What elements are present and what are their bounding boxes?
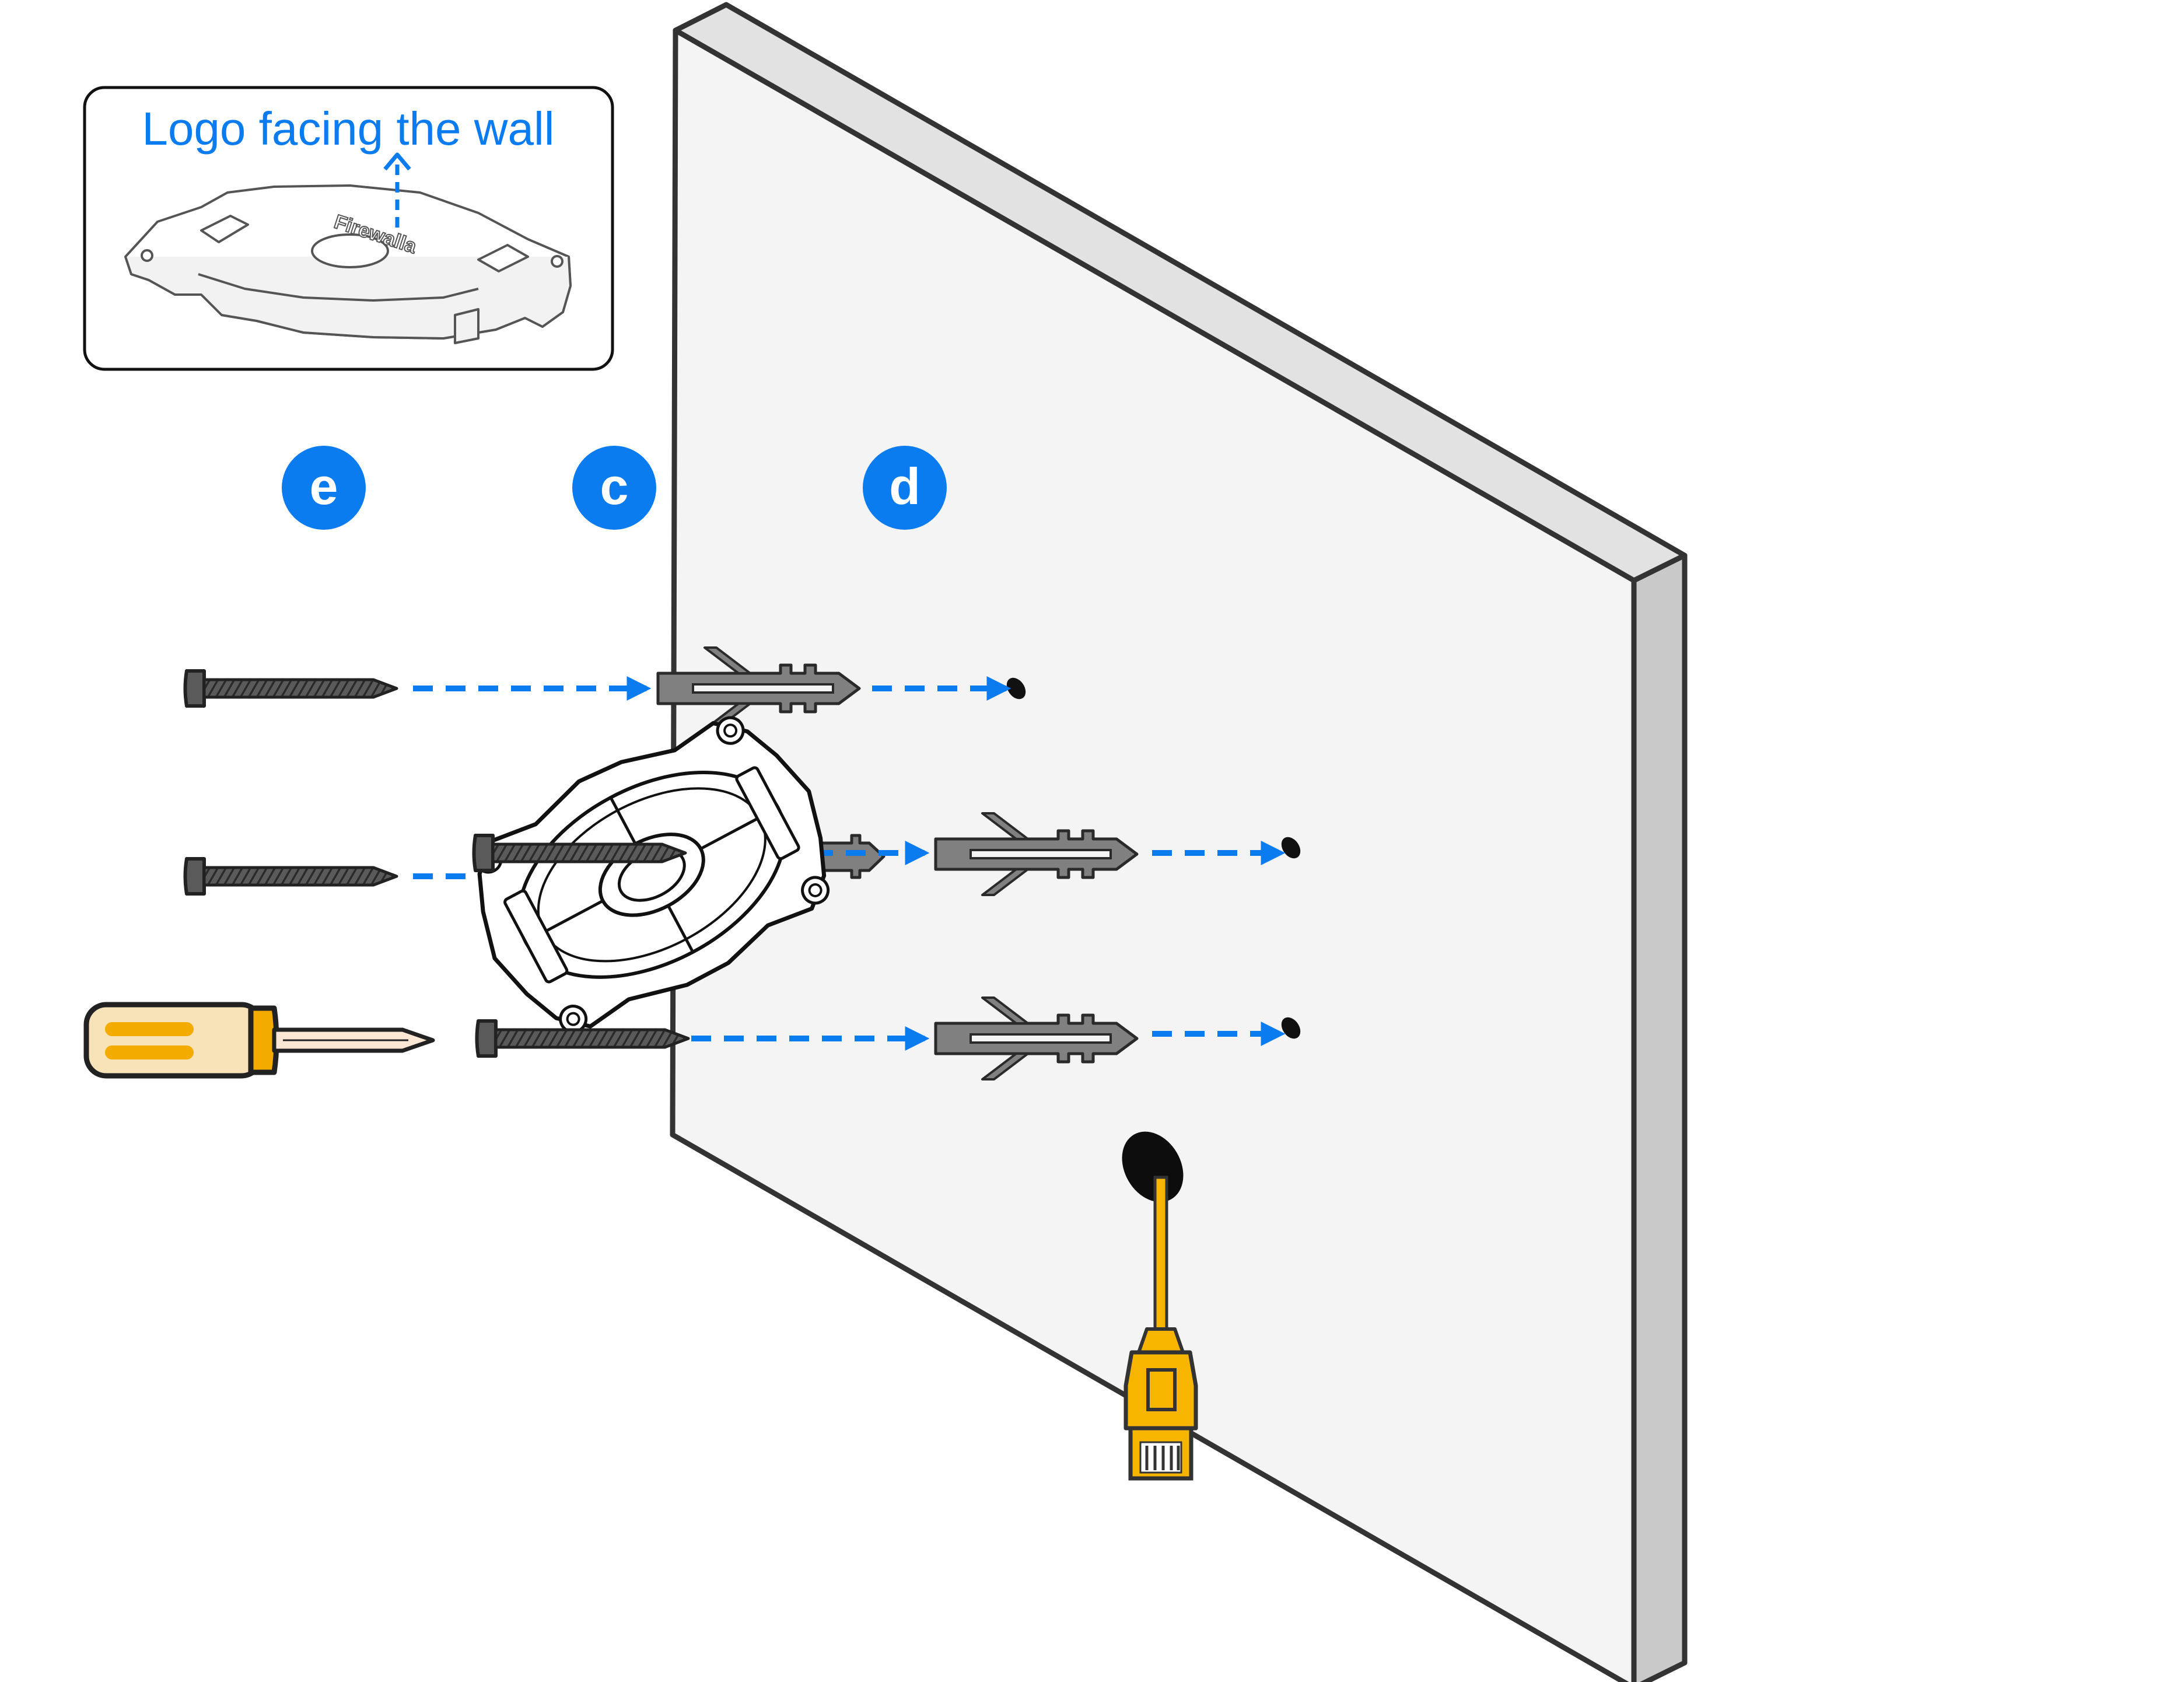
screwdriver-icon: [83, 1002, 435, 1079]
wall-anchor-icon: [811, 834, 886, 879]
bracket-back-icon: [124, 184, 572, 344]
drill-hole-icon: [1281, 837, 1301, 859]
step-badge-c: c: [572, 446, 656, 530]
callout-caption: Logo facing the wall: [142, 103, 554, 155]
step-badge-e: e: [282, 446, 366, 530]
step-label-e: e: [310, 457, 338, 515]
ethernet-cable-icon: [1124, 1176, 1198, 1481]
step-badge-d: d: [863, 446, 947, 530]
callout-arrowhead: [383, 152, 411, 171]
step-label-c: c: [600, 457, 629, 515]
step-badges: e c d: [282, 446, 947, 530]
wall-side-edge: [1631, 552, 1688, 1682]
screws: [183, 669, 690, 1058]
wall-anchor-icon: [934, 996, 1139, 1080]
wood-screw-icon: [183, 857, 398, 896]
step-label-d: d: [889, 457, 921, 515]
orientation-callout: Logo facing the wall Firewalla: [83, 86, 614, 371]
drill-hole-icon: [1281, 1017, 1301, 1039]
wood-screw-icon: [472, 834, 687, 872]
mount-bracket-icon: [474, 716, 830, 1034]
wall: [670, 2, 1688, 1682]
wall-anchor-icon: [934, 812, 1139, 896]
wood-screw-icon: [475, 1019, 690, 1058]
wood-screw-icon: [183, 669, 398, 708]
wall-anchors: [656, 646, 1139, 1080]
drill-hole-icon: [1006, 677, 1026, 700]
wall-anchor-icon: [656, 646, 861, 730]
